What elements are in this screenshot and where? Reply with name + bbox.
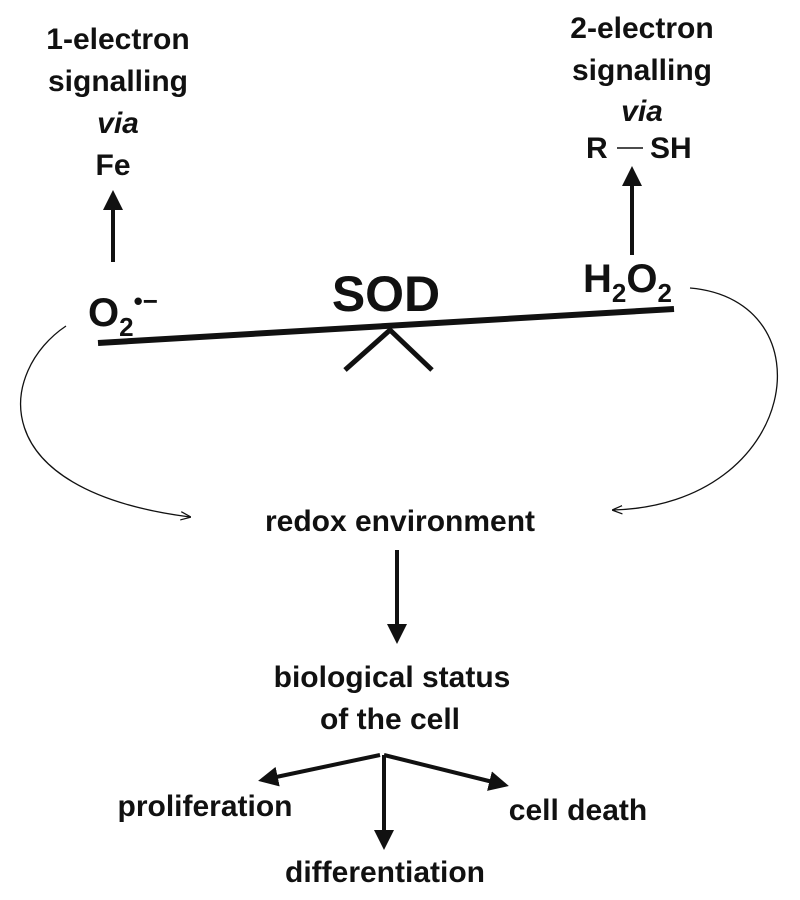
right-heading-2: signalling: [571, 54, 713, 87]
right-target-r: R: [586, 132, 608, 165]
left-via: via: [97, 107, 139, 140]
outcome-proliferation: proliferation: [117, 790, 293, 823]
left-heading-2: signalling: [47, 65, 189, 98]
peroxide-label: H2O2: [583, 257, 672, 306]
redox-environment: redox environment: [264, 505, 536, 538]
superoxide-base: O: [88, 291, 120, 335]
outcome-differentiation: differentiation: [285, 856, 485, 889]
seesaw-beam: [97, 306, 675, 346]
curve-left-to-environment: [20, 325, 190, 517]
left-target-fe: Fe: [95, 149, 131, 182]
peroxide-o: O: [626, 257, 658, 301]
left-heading-1: 1-electron: [46, 23, 190, 56]
right-via: via: [621, 95, 663, 128]
right-target-sh: SH: [650, 132, 692, 165]
arrow-to-proliferation: [258, 753, 381, 787]
arrow-to-cell-death: [383, 753, 509, 791]
right-heading-1: 2-electron: [570, 12, 714, 45]
biological-status-line1: biological status: [273, 661, 511, 694]
sod-label: SOD: [331, 266, 441, 322]
biological-status-line2: of the cell: [319, 703, 461, 736]
curve-right-to-environment: [613, 287, 779, 510]
superoxide-subscript: 2: [119, 312, 134, 342]
peroxide-h: H: [583, 257, 612, 301]
peroxide-sub1: 2: [611, 278, 627, 308]
superoxide-charge: •−: [133, 286, 158, 316]
peroxide-sub2: 2: [657, 278, 672, 308]
seesaw-fulcrum: [343, 326, 434, 372]
superoxide-label: O2•−: [88, 288, 158, 340]
outcome-cell-death: cell death: [508, 794, 648, 827]
